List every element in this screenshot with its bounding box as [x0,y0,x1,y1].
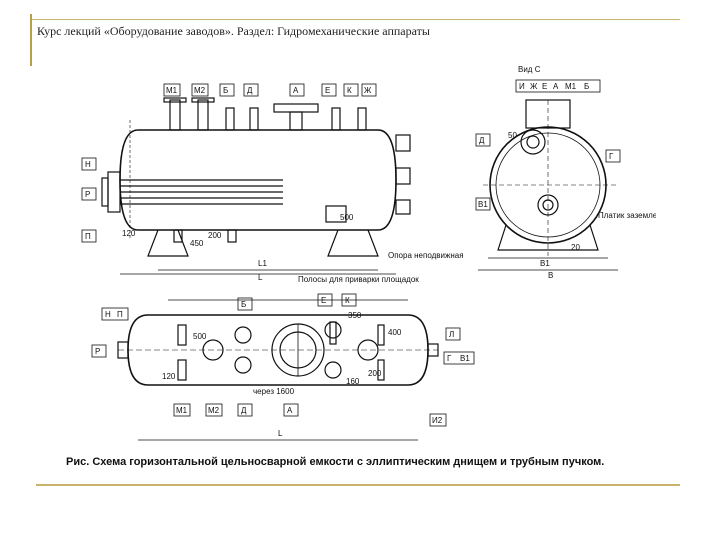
label-e: Е [325,86,330,95]
plan-label-e: Е [321,296,326,305]
side-label-g: Г [609,152,614,161]
plan-label-n: Н [105,310,111,319]
label-k: К [347,86,352,95]
dim-50: 50 [508,131,517,140]
dim-l: L [258,273,263,282]
figure-caption: Рис. Схема горизонтальной цельносварной … [66,456,605,468]
plan-label-m1: М1 [176,406,188,415]
side-label-v1: В1 [478,200,488,209]
side-view-labels: Вид С И Ж Е А М1 Б Д В1 Г Платик заземле… [475,65,656,280]
header-rule [30,19,680,20]
plan-label-l: Л [449,330,454,339]
dim-b1: B1 [540,259,550,268]
dim-120: 120 [122,229,136,238]
dim-20: 20 [571,243,580,252]
label-r: Р [85,190,90,199]
plan-label-g: Г [447,354,452,363]
label-d: Д [247,86,253,95]
plan-label-m2: М2 [208,406,220,415]
plan-label-b: Б [241,300,246,309]
plan-view-labels: Н П Р Б Е К Л Г В1 М1 М2 Д А И2 Полосы д… [91,275,475,438]
plan-dim-120: 120 [162,372,176,381]
label-m2: М2 [194,86,206,95]
side-label-e: Е [542,82,547,91]
plan-label-p: П [117,310,123,319]
slide-title: Курс лекций «Оборудование заводов». Разд… [37,24,430,38]
side-label-d: Д [479,136,485,145]
label-zh: Ж [364,86,372,95]
plan-dim-200: 200 [368,369,382,378]
plan-label-a: А [287,406,293,415]
grounding-annotation: Платик заземления [598,211,656,220]
front-elevation [101,97,411,275]
step-annotation: через 1600 [253,387,295,396]
plan-label-d: Д [241,406,247,415]
dim-450: 450 [190,239,204,248]
label-m1: М1 [166,86,178,95]
dim-b: B [548,271,553,280]
label-a: А [293,86,299,95]
side-label-zh: Ж [530,82,538,91]
dim-500: 500 [340,213,354,222]
plan-dim-350: 350 [348,311,362,320]
engineering-drawing: М1 М2 Б Д А Е К Ж Н Р П 120 450 200 500 … [81,65,656,441]
label-p: П [85,232,91,241]
dim-200: 200 [208,231,222,240]
side-label-i: И [519,82,525,91]
plan-dim-l: L [278,429,283,438]
label-n: Н [85,160,91,169]
label-b: Б [223,86,228,95]
header-accent-bar [30,14,32,66]
side-label-a: А [553,82,559,91]
side-label-b: Б [584,82,589,91]
footer-rule [36,484,680,486]
support-annotation: Опора неподвижная [388,251,464,260]
plan-dim-400: 400 [388,328,402,337]
plan-dim-160: 160 [346,377,360,386]
plan-view [117,299,439,441]
plan-label-k: К [345,296,350,305]
plates-annotation: Полосы для приварки площадок [298,275,419,284]
plan-dim-500: 500 [193,332,207,341]
plan-label-v1: В1 [460,354,470,363]
dim-l1: L1 [258,259,267,268]
front-elevation-labels: М1 М2 Б Д А Е К Ж Н Р П 120 450 200 500 … [81,83,464,282]
side-view [478,99,618,271]
view-c-title: Вид С [518,65,541,74]
plan-label-i2: И2 [432,416,443,425]
plan-label-r: Р [95,347,100,356]
side-label-m1: М1 [565,82,577,91]
